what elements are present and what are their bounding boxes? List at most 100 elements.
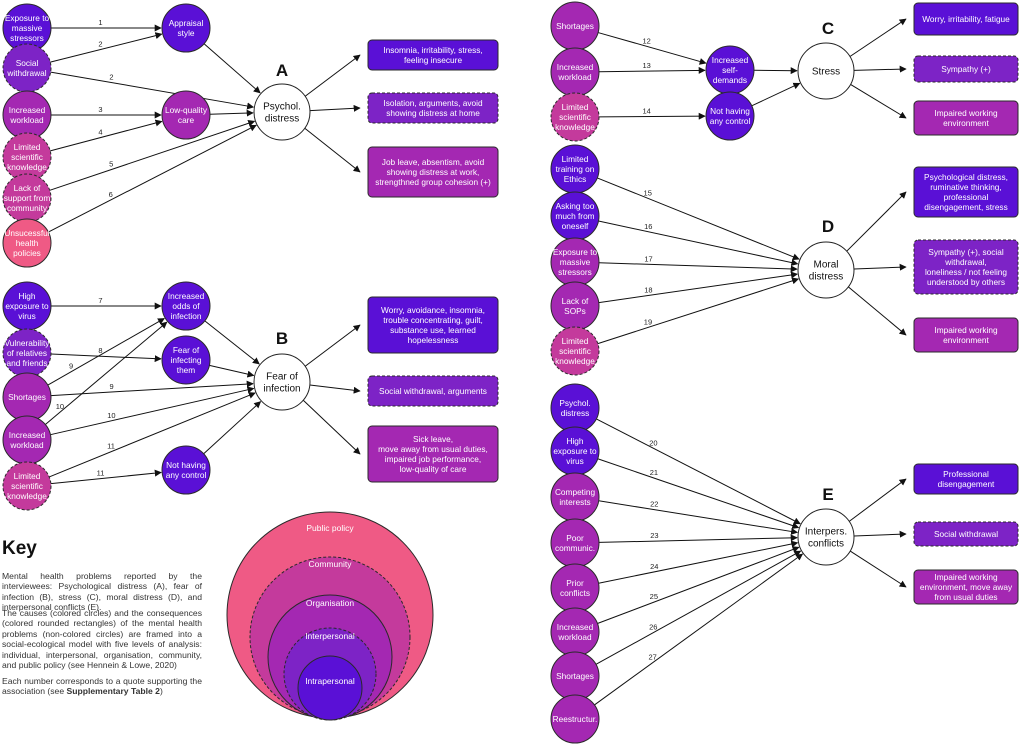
D-cons-0-consequence: Psychological distress,ruminative thinki… [913, 166, 1019, 218]
key-title: Key [2, 538, 37, 559]
D-edge-18 [598, 271, 798, 304]
A-edge-3-number: 3 [98, 105, 102, 114]
B-edge-9a [47, 317, 165, 386]
C-cause-0-label: Shortages [556, 21, 594, 31]
E-edge-21 [597, 458, 800, 529]
A-edge-care [209, 109, 254, 117]
A-cons-0-consequence: Insomnia, irritability, stress,feeling i… [367, 39, 499, 71]
key-numbers-suffix: ) [159, 686, 163, 697]
C-cause-0-node: Shortages [550, 1, 600, 51]
E-edge-22 [598, 500, 799, 535]
B-cons-1-consequence: Social withdrawal, arguments [367, 375, 499, 407]
E-center-problem-node: Interpers.conflicts [797, 508, 855, 566]
A-cons-0-consequence-label: Insomnia, irritability, stress,feeling i… [383, 45, 482, 65]
B-edge-11a-number: 11 [107, 442, 115, 451]
C-cons-1-consequence: Sympathy (+) [913, 55, 1019, 83]
B-edge-11b-number: 11 [97, 469, 105, 478]
E-edge-24 [598, 540, 799, 584]
legend-label-community: Community [309, 559, 353, 569]
E-panel-letter: E [822, 485, 833, 504]
E-center-problem-label: Interpers.conflicts [805, 527, 847, 550]
E-cause-6-node: Shortages [550, 651, 600, 701]
B-edge-control [203, 401, 262, 455]
E-edge-26-number: 26 [649, 623, 657, 632]
E-edge-27-number: 27 [649, 653, 657, 662]
A-edge-cons-0 [304, 54, 361, 97]
A-center-problem-node: Psychol.distress [253, 83, 311, 141]
D-edge-17-number: 17 [644, 254, 652, 263]
E-cause-7-node: Reestructur. [550, 694, 600, 744]
C-edge-14-number: 14 [643, 107, 651, 116]
B-edge-cons-0 [304, 324, 361, 367]
B-cons-0-consequence-box [367, 296, 499, 354]
B-edge-10b [50, 386, 255, 436]
A-cons-0-consequence-box [367, 39, 499, 71]
A-center-problem-circle [253, 83, 311, 141]
E-cause-0-label: Psychol.distress [559, 398, 590, 418]
legend-label-intrapersonal: Intrapersonal [305, 676, 355, 686]
C-cons-2-consequence-box [913, 100, 1019, 136]
D-edge-cons-2 [848, 286, 907, 336]
A-cons-1-consequence-box [367, 92, 499, 124]
key-paragraph-problems: Mental health problems reported by the i… [2, 571, 202, 613]
A-edge-2a-number: 2 [98, 40, 102, 49]
legend-label-interpersonal: Interpersonal [305, 631, 355, 641]
legend-label-organisation: Organisation [306, 598, 354, 608]
B-cause-4-circle [2, 461, 52, 511]
E-edge-27 [594, 553, 804, 706]
E-cause-7-circle [550, 694, 600, 744]
E-cons-1-consequence-box [913, 521, 1019, 547]
A-edge-1-number: 1 [98, 18, 102, 27]
key-numbers-prefix: Each number corresponds to a quote suppo… [2, 676, 202, 697]
A-edge-2b-number: 2 [109, 73, 113, 82]
E-center-problem-circle [797, 508, 855, 566]
E-cons-0-consequence-box [913, 463, 1019, 495]
B-edge-10b-number: 10 [107, 411, 115, 420]
D-cause-4-circle [550, 326, 600, 376]
D-edge-19 [597, 277, 800, 345]
A-cons-2-consequence-box [367, 146, 499, 198]
A-edge-cons-2 [304, 127, 361, 173]
C-edge-cons-1 [853, 65, 907, 73]
C-edge-13 [598, 66, 706, 74]
C-cause-2-circle [550, 92, 600, 142]
C-edge-14 [598, 112, 706, 120]
E-edge-25 [597, 546, 800, 624]
